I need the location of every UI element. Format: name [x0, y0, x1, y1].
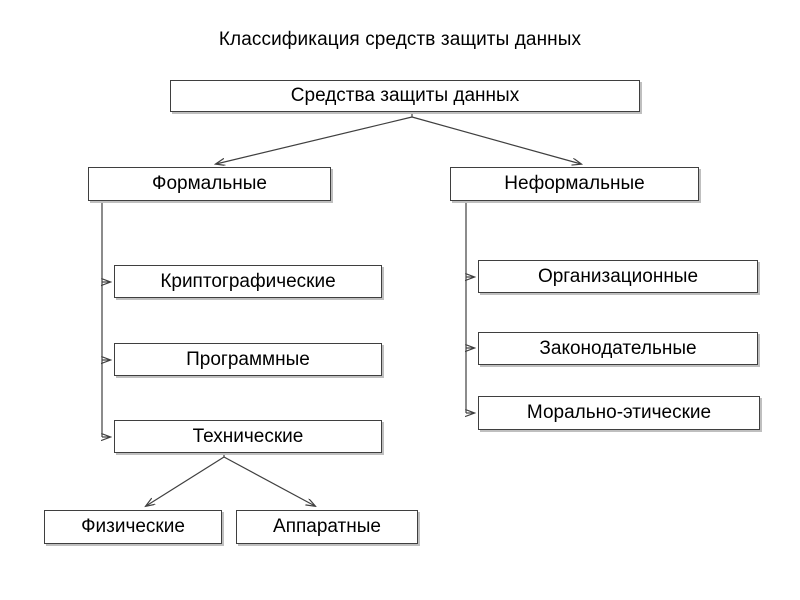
node-software[interactable]: Программные: [114, 343, 382, 376]
page-title: Классификация средств защиты данных: [218, 29, 582, 50]
node-root-data-protection-tools[interactable]: Средства защиты данных: [170, 80, 640, 112]
connector-root-to-informal: [411, 116, 581, 164]
node-organizational[interactable]: Организационные: [478, 260, 758, 293]
node-cryptographic[interactable]: Криптографические: [114, 265, 382, 298]
connector-technical-to-hardware: [223, 456, 315, 506]
node-legislative[interactable]: Законодательные: [478, 332, 758, 365]
node-hardware[interactable]: Аппаратные: [236, 510, 418, 544]
node-technical[interactable]: Технические: [114, 420, 382, 453]
node-formal[interactable]: Формальные: [88, 167, 331, 201]
connector-root-to-formal: [216, 116, 413, 164]
connector-technical-to-physical: [146, 456, 225, 506]
node-informal[interactable]: Неформальные: [450, 167, 699, 201]
node-physical[interactable]: Физические: [44, 510, 222, 544]
node-moral-ethical[interactable]: Морально-этические: [478, 396, 760, 430]
